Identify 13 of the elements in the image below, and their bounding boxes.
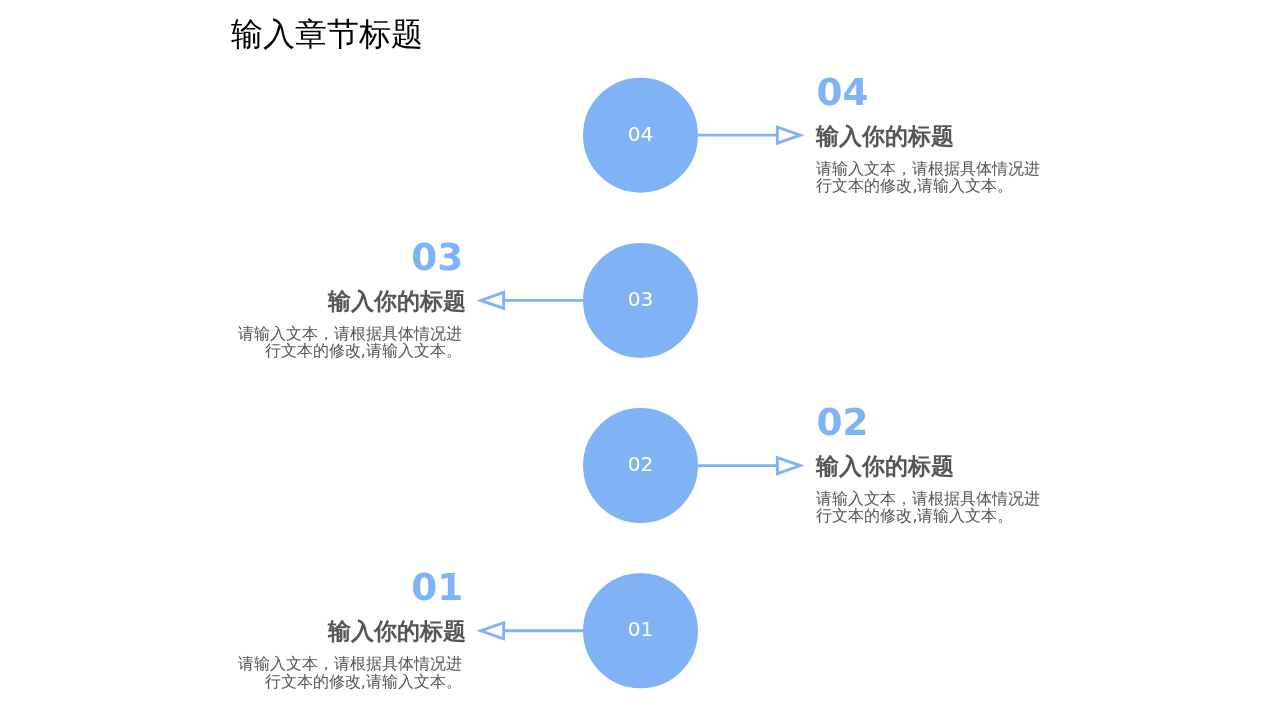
arrow <box>697 125 805 146</box>
node-text: 02 输入你的标题 请输入文本，请根据具体情况进行文本的修改,请输入文本。 <box>815 400 1040 526</box>
node-circle: 02 <box>582 408 698 524</box>
arrow <box>697 455 805 476</box>
diagram-title: 输入章节标题 <box>230 15 423 52</box>
node-text: 04 输入你的标题 请输入文本，请根据具体情况进行文本的修改,请输入文本。 <box>815 69 1040 195</box>
node-text: 03 输入你的标题 请输入文本，请根据具体情况进行文本的修改,请输入文本。 <box>237 234 466 361</box>
node-text: 01 输入你的标题 请输入文本，请根据具体情况进行文本的修改,请输入文本。 <box>237 565 466 691</box>
arrow <box>475 620 583 641</box>
node-circle: 04 <box>582 77 698 193</box>
arrow <box>475 290 583 311</box>
node-circle: 03 <box>582 242 698 358</box>
node-circle: 01 <box>582 573 698 689</box>
